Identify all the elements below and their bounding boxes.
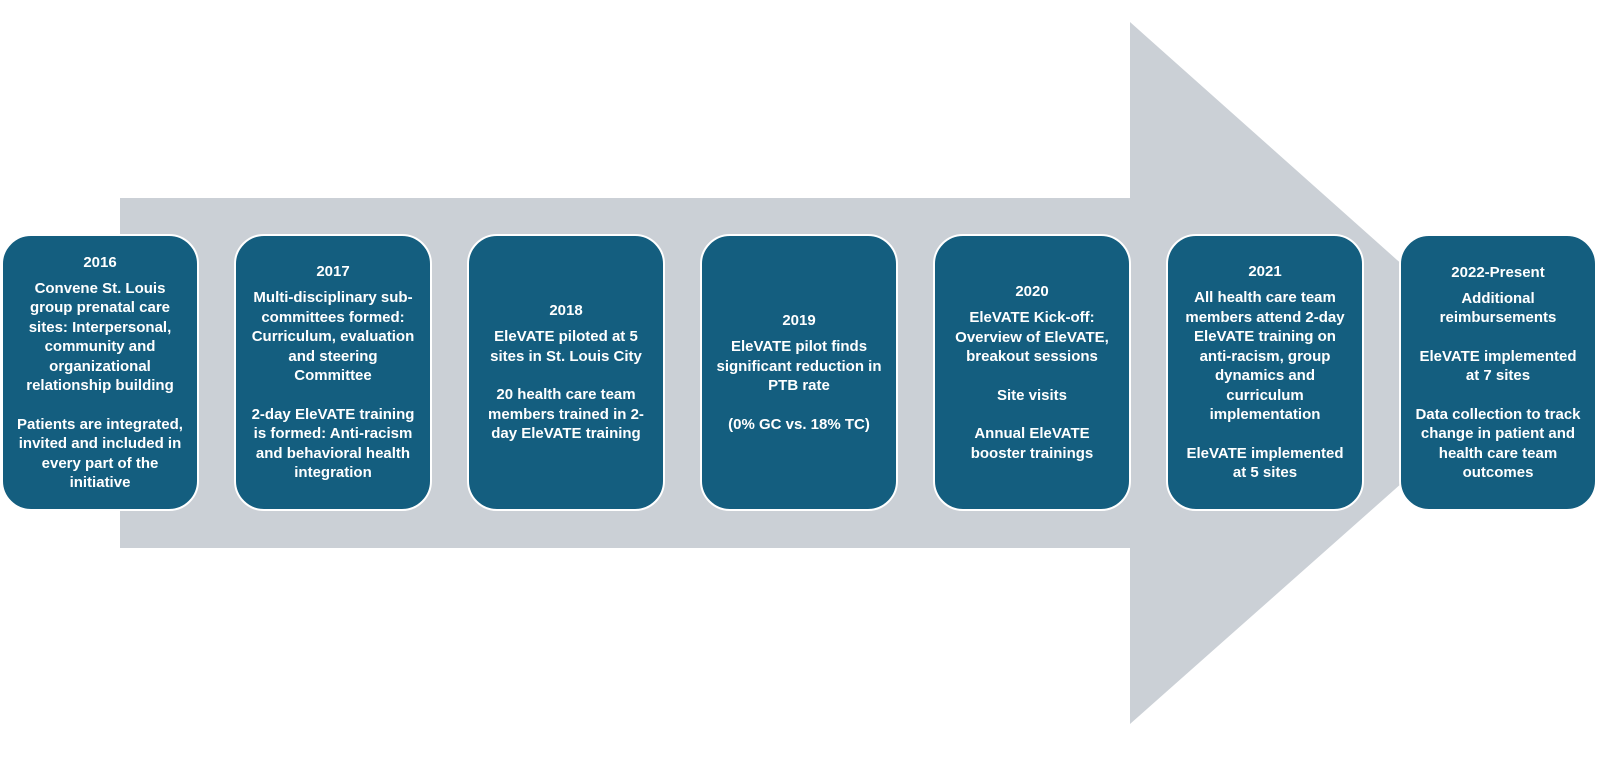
milestone-text: 20 health care team members trained in 2… [488, 386, 644, 443]
milestone-text: All health care team members attend 2-da… [1185, 289, 1345, 424]
milestone-year: 2021 [1248, 263, 1282, 281]
milestone-text: 2-day EleVATE training is formed: Anti-r… [251, 405, 415, 482]
milestone-year: 2020 [1015, 283, 1049, 300]
milestone-text: (0% GC vs. 18% TC) [728, 415, 870, 433]
milestone-2022-present: 2022-Present Additional reimbursements E… [1399, 234, 1597, 511]
milestone-year: 2017 [316, 263, 350, 281]
milestone-text: Site visits [996, 386, 1068, 404]
milestone-2020: 2020 EleVATE Kick-off: Overview of EleVA… [933, 234, 1131, 511]
milestone-2016: 2016 Convene St. Louis group prenatal ca… [1, 234, 199, 511]
milestone-text: EleVATE implemented at 7 sites [1419, 347, 1577, 385]
milestone-text: Annual EleVATE booster trainings [970, 425, 1094, 462]
milestone-text: EleVATE Kick-off: Overview of EleVATE, b… [955, 309, 1109, 365]
milestone-text: Data collection to track change in patie… [1415, 405, 1581, 482]
milestone-text: Multi-disciplinary sub-committees formed… [251, 289, 415, 385]
milestone-2017: 2017 Multi-disciplinary sub-committees f… [234, 234, 432, 511]
milestone-2019: 2019 EleVATE pilot finds significant red… [700, 234, 898, 511]
milestone-text: EleVATE piloted at 5 sites in St. Louis … [490, 328, 642, 365]
milestone-text: Additional reimbursements [1439, 289, 1557, 327]
milestone-text: Convene St. Louis group prenatal care si… [26, 279, 174, 395]
milestone-text: Patients are integrated, invited and inc… [17, 415, 183, 492]
milestone-text: EleVATE pilot finds significant reductio… [716, 338, 882, 394]
milestone-year: 2018 [549, 302, 583, 320]
milestone-2021: 2021 All health care team members attend… [1166, 234, 1364, 511]
milestone-year: 2022-Present [1451, 263, 1545, 281]
milestone-2018: 2018 EleVATE piloted at 5 sites in St. L… [467, 234, 665, 511]
milestone-year: 2019 [782, 312, 816, 329]
milestone-year: 2016 [83, 253, 117, 271]
milestone-text: EleVATE implemented at 5 sites [1186, 444, 1344, 482]
